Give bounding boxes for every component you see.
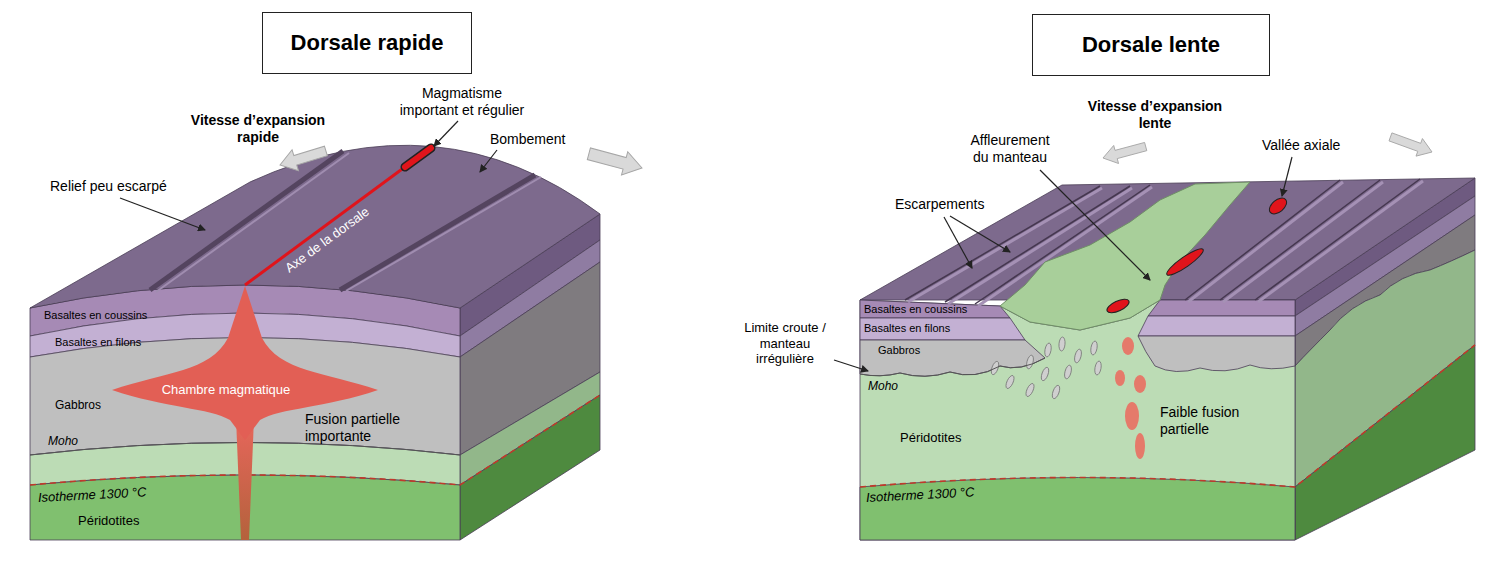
melt-drop (1115, 370, 1125, 386)
chamber-label: Chambre magmatique (162, 382, 291, 398)
callout-label: Faible fusion partielle (1160, 404, 1256, 438)
callout-label: Affleurement du manteau (962, 132, 1058, 166)
spreading-arrow (586, 142, 645, 179)
escarpment (1223, 182, 1383, 302)
gabbro-pod (1044, 343, 1052, 358)
gabbro-pod (1024, 382, 1035, 397)
gabbro-pod (990, 360, 1000, 375)
gabbro-pod (1040, 366, 1050, 381)
moho-line (860, 358, 1045, 376)
layer-label: Basaltes en filons (55, 336, 141, 349)
dike-basalt-layer (860, 318, 1025, 340)
lava-flow (1105, 296, 1131, 315)
layer-label: Gabbros (878, 344, 920, 357)
gabbro-pods (990, 337, 1102, 400)
ridge-axis-outline (405, 148, 431, 167)
gabbro-layer (860, 340, 1045, 376)
slow-ridge-details (834, 128, 1475, 487)
callout-label: Limite croute / manteau irrégulière (741, 320, 829, 367)
layer-label: Basaltes en filons (864, 322, 950, 335)
gabbro-pod (1090, 341, 1098, 356)
callout-label: Fusion partielle importante (305, 411, 423, 445)
gabbro-pod (1058, 337, 1065, 351)
escarpment (1255, 179, 1420, 300)
escarpment (1220, 180, 1380, 300)
leader-line (1040, 170, 1150, 280)
melt-drop (1125, 402, 1139, 430)
callout-label: Escarpements (895, 196, 984, 213)
side-lower-mantle (460, 395, 600, 540)
gabbro-pod (1073, 348, 1082, 363)
fast-ridge-details (30, 121, 645, 540)
gabbro-pod (1025, 354, 1034, 369)
escarpment (1258, 181, 1423, 302)
leader-line (434, 121, 458, 146)
melt-drops (1115, 337, 1146, 459)
layer-label: Péridotites (78, 513, 139, 529)
leader-line (480, 150, 497, 172)
title-box: Dorsale lente (1032, 14, 1270, 76)
boundary-label: Moho (868, 379, 898, 393)
mantle-outcrop (1000, 182, 1250, 330)
melt-drop (1134, 375, 1146, 393)
speed-label: Vitesse d’expansion rapide (183, 112, 333, 146)
gabbro-pod (1004, 374, 1015, 389)
title-box: Dorsale rapide (262, 12, 472, 74)
gabbro-pod (1051, 384, 1061, 399)
callout-label: Bombement (490, 131, 565, 148)
melt-drop (1122, 337, 1134, 355)
layer-label: Gabbros (55, 398, 101, 412)
slow-ridge-block (860, 178, 1475, 540)
isotherm-label: Isotherme 1300 °C (866, 484, 975, 505)
upper-mantle (860, 300, 1295, 540)
leader-line (834, 360, 868, 371)
gabbro-pod (1094, 361, 1102, 376)
lava-flow (1164, 245, 1206, 278)
axis-label: Axe de la dorsale (282, 204, 372, 276)
fast-ridge-block (30, 145, 600, 540)
isotherm-line (860, 345, 1475, 487)
leader-line (944, 217, 972, 268)
groove-highlight (346, 177, 541, 291)
side-lower-mantle (1295, 345, 1475, 540)
layer-label: Basaltes en coussins (44, 309, 147, 322)
gabbro-layer (1138, 336, 1295, 372)
lava-flow (1266, 195, 1289, 217)
pillow-basalt-layer (860, 300, 1010, 318)
leader-line (1282, 157, 1292, 196)
leader-line (950, 216, 1010, 252)
ridge-axis (245, 147, 432, 285)
pillow-basalt-layer (1148, 300, 1295, 316)
callout-label: Relief peu escarpé (50, 178, 167, 195)
isotherm-label: Isotherme 1300 °C (38, 484, 147, 505)
leader-line (120, 198, 205, 230)
layer-label: Péridotites (900, 430, 961, 446)
spreading-arrow (1101, 138, 1149, 168)
melt-drop (1135, 433, 1145, 459)
isotherm-line (30, 395, 600, 485)
spreading-arrow (1387, 128, 1435, 161)
callout-label: Vallée axiale (1262, 137, 1340, 154)
dike-basalt-layer (1138, 316, 1295, 336)
callout-label: Magmatisme important et régulier (392, 85, 532, 119)
top-surface (30, 145, 600, 308)
lower-mantle (860, 478, 1295, 541)
title-text: Dorsale lente (1082, 32, 1220, 58)
speed-label: Vitesse d’expansion lente (1088, 98, 1223, 132)
layer-label: Basaltes en coussins (864, 303, 967, 316)
title-text: Dorsale rapide (291, 30, 444, 56)
ridge-axis-lava (405, 148, 431, 167)
boundary-label: Moho (48, 434, 78, 448)
gabbro-pod (1063, 364, 1072, 379)
spreading-arrow (277, 140, 329, 175)
